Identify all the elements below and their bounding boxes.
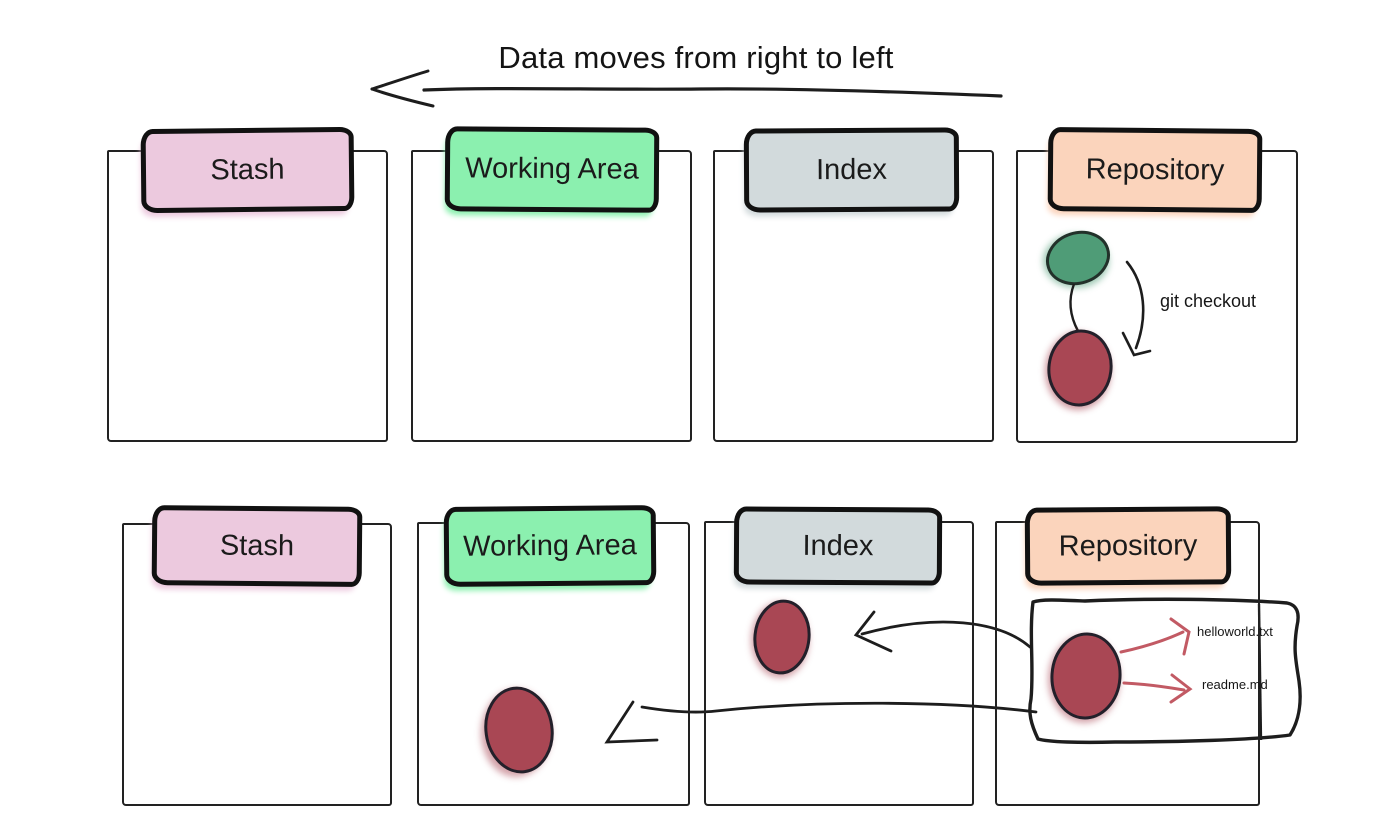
- repository-label-text: Repository: [1058, 529, 1198, 562]
- bottom-stash-label: Stash: [151, 505, 363, 587]
- title-arrowhead-lower: [370, 87, 435, 108]
- git-checkout-annotation: git checkout: [1160, 291, 1257, 311]
- working-area-label-text: Working Area: [463, 528, 637, 563]
- repository-label-text: Repository: [1085, 152, 1225, 187]
- diagram-title: Data moves from right to left: [498, 40, 894, 75]
- bottom-repository-label: Repository: [1024, 506, 1232, 586]
- top-index-label: Index: [743, 127, 960, 213]
- readme-file-annotation: readme.md: [1202, 677, 1268, 692]
- stash-label-text: Stash: [219, 529, 295, 562]
- stash-label-text: Stash: [210, 153, 285, 186]
- helloworld-file-annotation: helloworld.txt: [1197, 624, 1273, 639]
- bottom-working-area-label: Working Area: [443, 505, 657, 587]
- index-label-text: Index: [802, 529, 874, 562]
- title-left-arrow: [370, 69, 1003, 108]
- title-arrowhead-upper: [370, 69, 430, 91]
- top-stash-label: Stash: [140, 126, 355, 214]
- index-label-text: Index: [815, 153, 888, 186]
- top-working-area-label: Working Area: [444, 126, 660, 213]
- title-arrow-shaft: [422, 87, 1003, 98]
- bottom-index-label: Index: [733, 506, 943, 586]
- top-repository-label: Repository: [1047, 127, 1263, 213]
- working-area-label-text: Working Area: [465, 152, 639, 186]
